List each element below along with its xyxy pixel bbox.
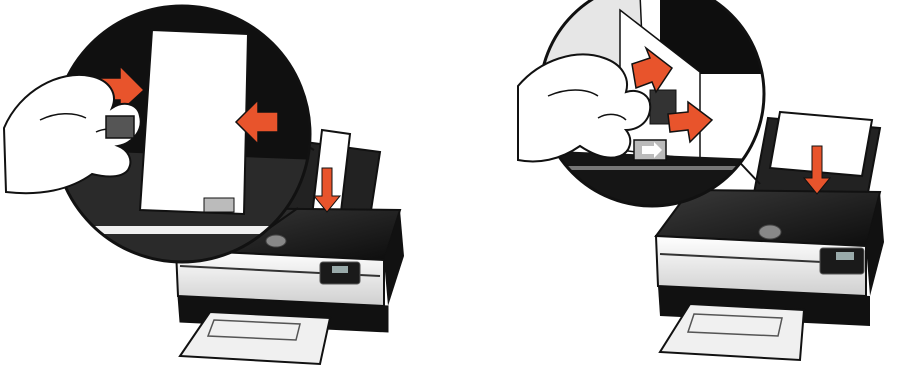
- panel-portrait: [4, 0, 404, 364]
- paper-sheet-icon: [140, 30, 248, 214]
- panel-landscape: [518, 0, 884, 360]
- paper-guide-icon: [204, 198, 234, 212]
